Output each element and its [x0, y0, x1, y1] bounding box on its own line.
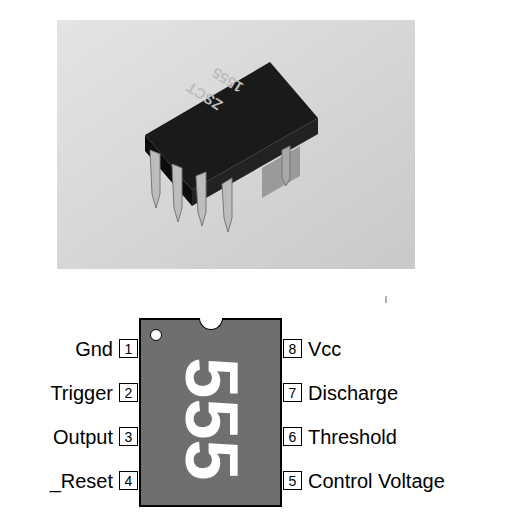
pin-number: 1 — [119, 339, 138, 358]
pin-name: Threshold — [308, 426, 397, 448]
chip-body: 555 — [139, 318, 282, 507]
pin-number: 8 — [289, 341, 297, 357]
pin-number: 5 — [283, 471, 302, 490]
pin-name: Gnd — [75, 338, 113, 360]
pin-number: 8 — [283, 339, 302, 358]
pin1-dot — [150, 329, 162, 341]
pin-number: 4 — [125, 473, 133, 489]
pin-number: 6 — [283, 427, 302, 446]
pin-name: Trigger — [50, 382, 113, 404]
pin-number: 7 — [289, 385, 297, 401]
pin-name: Output — [53, 426, 113, 448]
chip-photo — [145, 62, 318, 232]
pin-number: 3 — [125, 429, 133, 445]
pin-name: _Reset — [50, 470, 113, 492]
chip-number: 555 — [174, 357, 248, 480]
pin-number: 3 — [119, 427, 138, 446]
pin-number: 1 — [125, 341, 133, 357]
pin-name: Discharge — [308, 382, 398, 404]
pin-number: 6 — [289, 429, 297, 445]
pin-name: Control Voltage — [308, 470, 445, 492]
pin1-dot — [150, 329, 162, 341]
tick-mark — [385, 296, 387, 303]
pin-number: 7 — [283, 383, 302, 402]
chip-notch — [199, 318, 223, 330]
pin-number: 2 — [119, 383, 138, 402]
pin-number: 5 — [289, 473, 297, 489]
pin-name: Vcc — [308, 338, 341, 360]
photo-background — [57, 20, 415, 269]
pin-number: 4 — [119, 471, 138, 490]
pin-number: 2 — [125, 385, 133, 401]
